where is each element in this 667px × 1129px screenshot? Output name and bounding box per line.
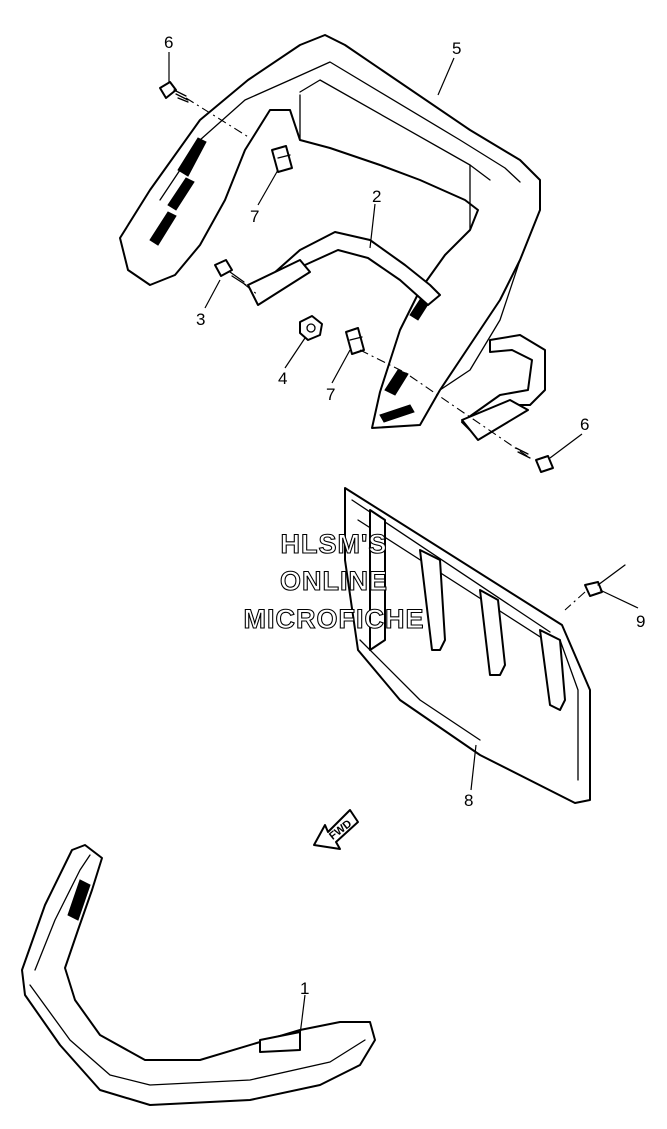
watermark: HLSM'S ONLINE MICROFICHE	[243, 528, 425, 634]
callout-2: 2	[372, 187, 381, 206]
leader-line-1	[299, 994, 306, 1036]
bolt-part-6-right	[515, 447, 554, 473]
rear-rack-part-5	[119, 34, 541, 429]
nut-part-4	[299, 315, 323, 341]
callout-6-top: 6	[164, 33, 173, 52]
callout-7-upper: 7	[250, 207, 259, 226]
leader-line-6-right	[549, 433, 583, 459]
bolt-part-3	[214, 259, 247, 286]
clip-part-7-upper	[271, 145, 293, 173]
tube-bar-part-2	[247, 231, 546, 441]
assembly-line-bolt-3	[243, 283, 259, 296]
leader-line-5	[437, 57, 455, 96]
rivet-part-9	[584, 564, 626, 597]
leader-line-7-upper	[257, 169, 279, 206]
leader-line-7-lower	[331, 349, 351, 384]
callout-7-lower: 7	[326, 385, 335, 404]
leader-line-9	[599, 589, 639, 609]
front-bumper-part-1	[21, 844, 376, 1106]
assembly-line-rivet-9	[564, 591, 586, 611]
assembly-line-bolt-6-top	[185, 97, 251, 139]
leader-line-3	[204, 279, 221, 309]
callout-1: 1	[300, 979, 309, 998]
callout-6-right: 6	[580, 415, 589, 434]
callout-3: 3	[196, 310, 205, 329]
callout-4: 4	[278, 369, 287, 388]
clip-part-7-lower	[345, 327, 365, 355]
assembly-line-bolt-6-right	[409, 375, 531, 459]
callout-5: 5	[452, 39, 461, 58]
watermark-line-1: HLSM'S	[281, 529, 388, 559]
leader-line-4	[284, 337, 306, 369]
callout-9: 9	[636, 612, 645, 631]
mud-flap-part-8	[344, 487, 591, 804]
watermark-line-2: ONLINE	[280, 566, 388, 596]
leader-line-8	[470, 744, 477, 791]
assembly-line-clip-7	[359, 349, 411, 376]
bolt-part-6-top	[159, 81, 189, 103]
leader-line-2	[369, 203, 376, 249]
watermark-line-3: MICROFICHE	[244, 604, 425, 634]
forward-direction-arrow: FWD	[313, 809, 359, 850]
callout-8: 8	[464, 791, 473, 810]
